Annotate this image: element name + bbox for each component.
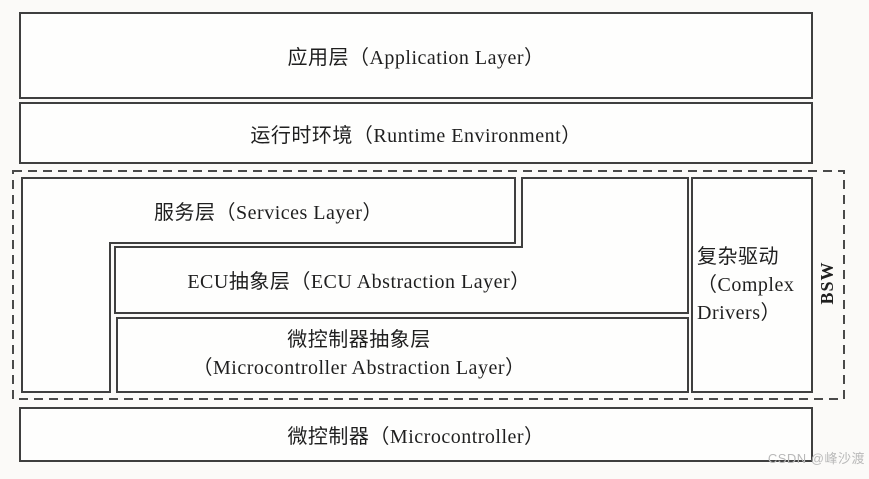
services-layer-shape bbox=[21, 177, 516, 393]
bsw-rotated-label: BSW bbox=[816, 261, 837, 305]
mcal-box bbox=[116, 317, 689, 393]
bsw-dashed-boundary bbox=[12, 170, 845, 400]
mcal-label-en: （Microcontroller Abstraction Layer） bbox=[192, 357, 526, 379]
complex-drivers-line1: 复杂驱动 bbox=[697, 246, 779, 268]
complex-drivers-label: 复杂驱动 （Complex Drivers） bbox=[692, 178, 812, 392]
ecu-abstraction-layer-shape bbox=[114, 177, 689, 314]
complex-drivers-line2: （Complex bbox=[697, 274, 795, 296]
runtime-environment-label: 运行时环境（Runtime Environment） bbox=[250, 124, 582, 147]
ecu-abstraction-layer-label: ECU抽象层（ECU Abstraction Layer） bbox=[187, 270, 531, 293]
complex-drivers-line3: Drivers） bbox=[697, 302, 781, 324]
runtime-environment-box bbox=[19, 102, 813, 164]
complex-drivers-box bbox=[691, 177, 813, 393]
mcal-label: 微控制器抽象层 （Microcontroller Abstraction Lay… bbox=[30, 316, 688, 392]
application-layer-label: 应用层（Application Layer） bbox=[287, 47, 545, 69]
mcal-label-zh: 微控制器抽象层 bbox=[287, 329, 431, 351]
microcontroller-label: 微控制器（Microcontroller） bbox=[287, 426, 545, 448]
microcontroller-box bbox=[19, 407, 813, 462]
services-layer-label: 服务层（Services Layer） bbox=[154, 202, 383, 224]
csdn-watermark: CSDN @峰沙渡 bbox=[767, 451, 865, 466]
application-layer-box bbox=[19, 12, 813, 99]
